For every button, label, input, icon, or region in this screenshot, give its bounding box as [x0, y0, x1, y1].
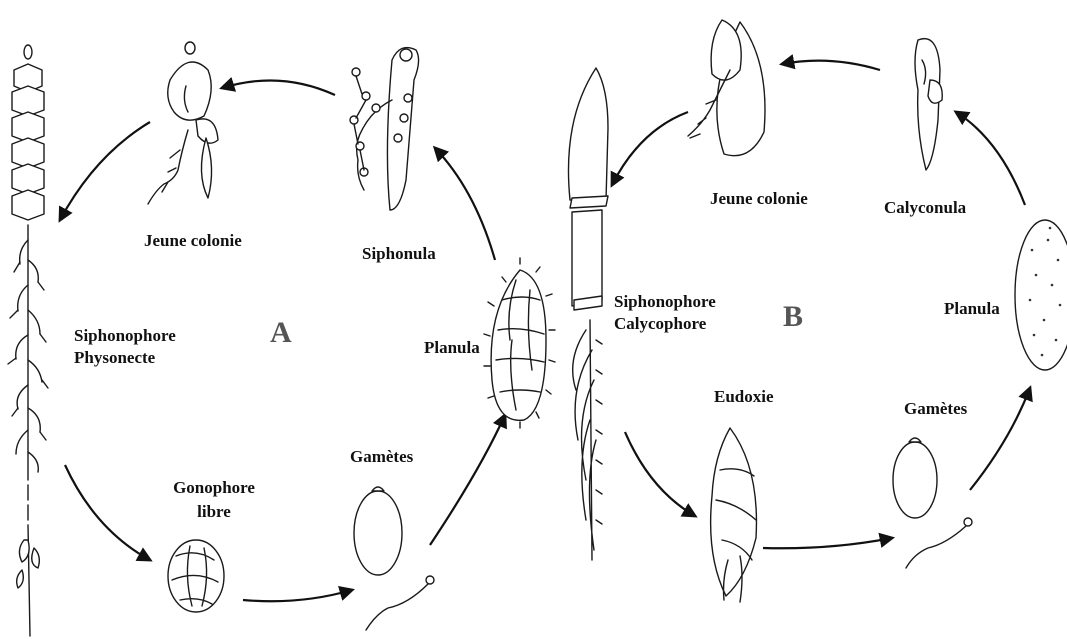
panel-a-letter: A	[270, 316, 292, 350]
label-planula-b: Planula	[944, 298, 1000, 319]
arrow-gametes-to-planula-a	[430, 415, 505, 545]
eudoxie-illustration	[711, 428, 757, 602]
young-colony-b-illustration	[688, 20, 765, 156]
label-gametes-a: Gamètes	[350, 446, 413, 467]
planula-b-illustration	[1015, 220, 1067, 370]
panel-b-letter: B	[783, 300, 803, 334]
label-gonophore-line2: libre	[170, 501, 258, 522]
label-eudoxie: Eudoxie	[714, 386, 774, 407]
siphonula-illustration	[350, 48, 419, 210]
arrow-eudoxie-to-gametes-b	[763, 538, 892, 548]
arrow-gametes-to-planula-b	[970, 388, 1030, 490]
arrow-calyconula-to-young-b	[782, 61, 880, 70]
arrow-young-to-adult-a	[60, 122, 150, 220]
arrow-planula-to-calyconula-b	[956, 112, 1025, 205]
label-siphonula: Siphonula	[362, 243, 436, 264]
label-planula-a: Planula	[424, 337, 480, 358]
gametes-b-illustration	[893, 438, 972, 568]
label-gametes-b: Gamètes	[904, 398, 967, 419]
arrow-gonophore-to-gametes-a	[243, 590, 352, 601]
label-calyconula: Calyconula	[884, 197, 966, 218]
arrow-planula-to-siphonula-a	[435, 148, 495, 260]
gonophore-illustration	[168, 540, 224, 612]
planula-a-illustration	[484, 258, 555, 428]
arrow-adult-to-gonophore-a	[65, 465, 150, 560]
arrow-siphonula-to-young-a	[222, 80, 335, 95]
label-adult-b-line1: Siphonophore	[614, 291, 716, 312]
label-gonophore-line1: Gonophore	[170, 477, 258, 498]
arrow-young-to-adult-b	[612, 112, 688, 185]
label-adult-b-line2: Calycophore	[614, 313, 706, 334]
young-colony-a-illustration	[148, 42, 218, 204]
label-adult-a-line1: Siphonophore	[74, 325, 176, 346]
gametes-a-illustration	[354, 487, 434, 630]
label-young-colony-b: Jeune colonie	[710, 188, 808, 209]
calycophore-adult-illustration	[568, 68, 608, 560]
label-adult-a-line2: Physonecte	[74, 347, 155, 368]
physonect-adult-illustration	[8, 45, 48, 636]
arrow-adult-to-eudoxie-b	[625, 432, 695, 516]
calyconula-illustration	[915, 39, 942, 170]
label-young-colony-a: Jeune colonie	[144, 230, 242, 251]
